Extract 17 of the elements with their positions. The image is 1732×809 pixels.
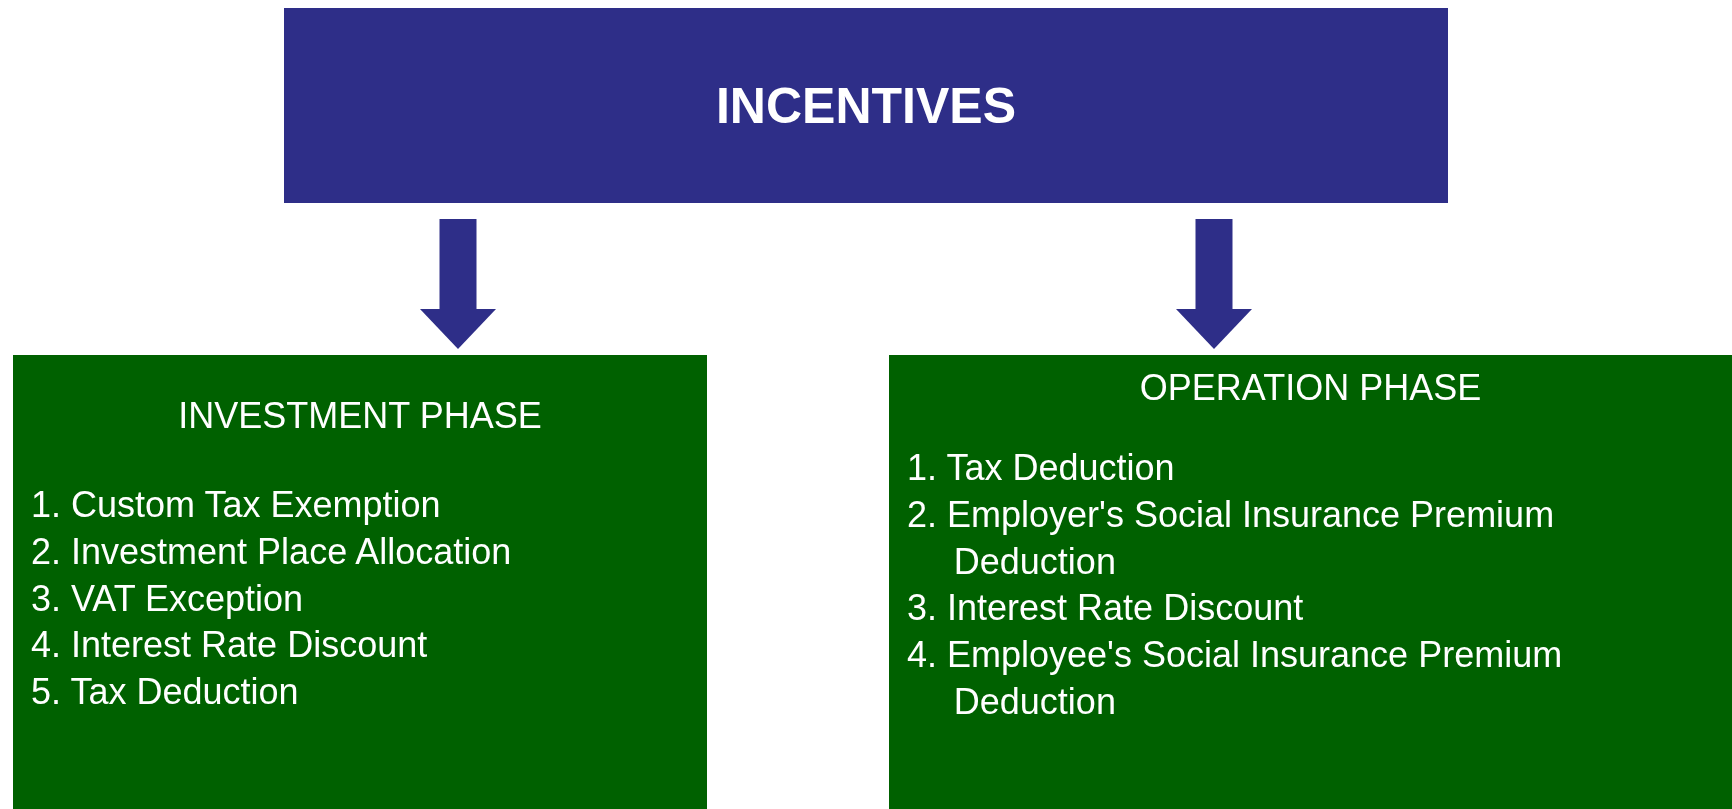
list-item: 3. VAT Exception [31,576,305,621]
title-box [284,8,1448,203]
list-item: 2. Employer's Social Insurance Premium Deduction [907,492,1556,584]
block-arrow [1176,219,1252,349]
phase-box [13,355,707,809]
list-item: 2. Investment Place Allocation [31,529,513,574]
phase-box [889,355,1732,809]
phase-heading: INVESTMENT PHASE [177,395,543,437]
list-item: 4. Employee's Social Insurance Premium Deduction [907,633,1564,724]
list-item: 4. Interest Rate Discount [31,623,429,668]
list-item: 1. Custom Tax Exemption [31,483,442,527]
list-item: 1. Tax Deduction [907,446,1176,490]
block-arrow [420,219,496,349]
list-item: 5. Tax Deduction [31,670,300,715]
phase-heading: OPERATION PHASE [1138,367,1483,409]
list-item: 3. Interest Rate Discount [907,586,1305,631]
title-text: INCENTIVES [715,76,1017,135]
